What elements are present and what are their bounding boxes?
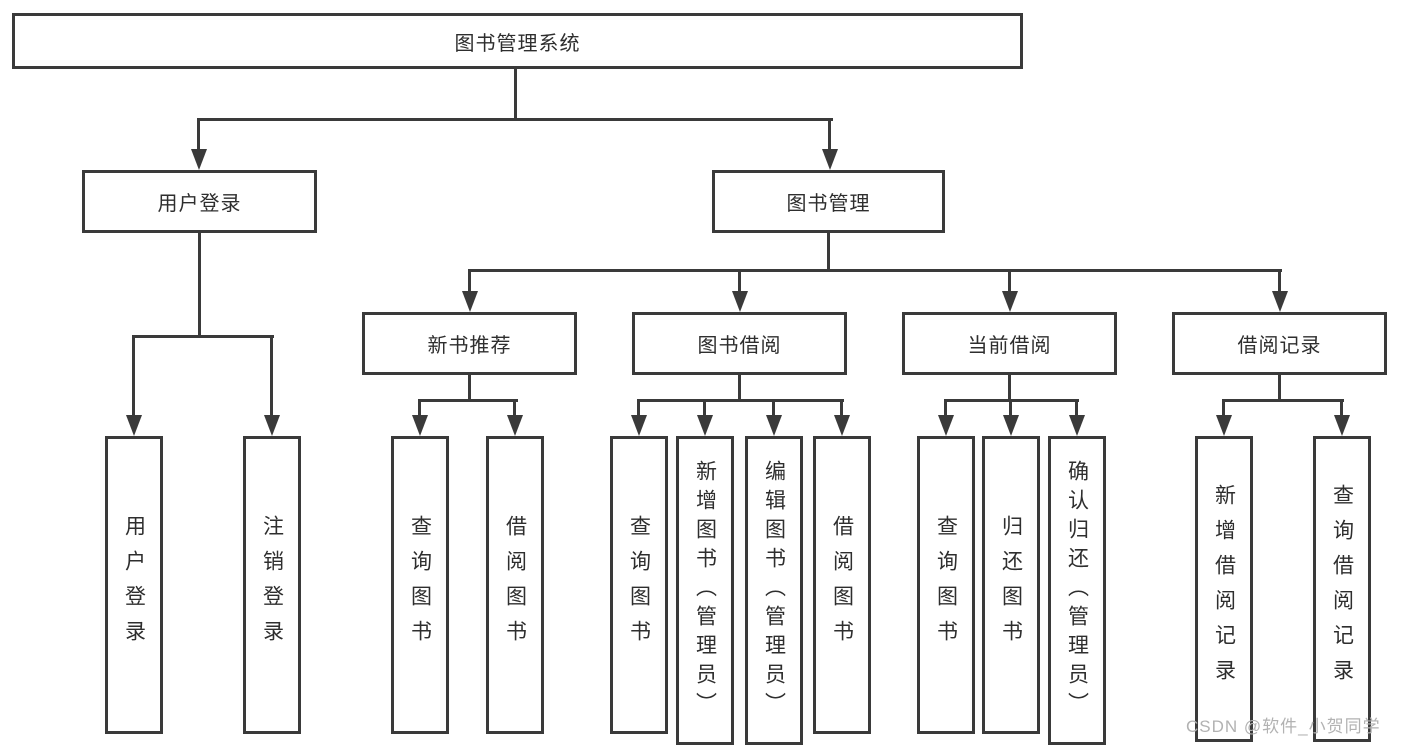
leaf-label: 借阅图书	[830, 515, 854, 655]
connector-line	[827, 233, 830, 272]
arrow-down-icon	[1002, 291, 1018, 312]
leaf-label: 查询图书	[934, 515, 958, 655]
connector-line	[132, 335, 135, 416]
arrow-down-icon	[1069, 415, 1085, 436]
arrow-down-icon	[126, 415, 142, 436]
connector-line	[1222, 399, 1225, 416]
leaf-label: 确认归还（管理员）	[1065, 460, 1089, 721]
connector-line	[772, 399, 775, 416]
connector-line	[738, 269, 741, 292]
leaf-query-books-current: 查询图书	[917, 436, 975, 734]
connector-line	[1009, 399, 1012, 416]
connector-line	[1278, 269, 1281, 292]
arrow-down-icon	[264, 415, 280, 436]
connector-line	[468, 269, 471, 292]
node-new-book-recommend: 新书推荐	[362, 312, 577, 375]
arrow-down-icon	[766, 415, 782, 436]
node-book-borrowing: 图书借阅	[632, 312, 847, 375]
leaf-confirm-return-admin: 确认归还（管理员）	[1048, 436, 1106, 745]
node-user-login: 用户登录	[82, 170, 317, 233]
connector-line	[198, 233, 201, 338]
arrow-down-icon	[191, 149, 207, 170]
connector-line	[1008, 375, 1011, 402]
connector-line	[944, 399, 947, 416]
node-library-system: 图书管理系统	[12, 13, 1023, 69]
leaf-label: 用户登录	[122, 515, 146, 655]
connector-line	[637, 399, 640, 416]
connector-line	[828, 118, 831, 150]
leaf-label: 归还图书	[999, 515, 1023, 655]
arrow-down-icon	[1216, 415, 1232, 436]
leaf-label: 查询图书	[627, 515, 651, 655]
arrow-down-icon	[822, 149, 838, 170]
arrow-down-icon	[507, 415, 523, 436]
connector-line	[513, 399, 516, 416]
arrow-down-icon	[834, 415, 850, 436]
connector-line	[514, 69, 517, 121]
node-book-management: 图书管理	[712, 170, 945, 233]
connector-line	[1222, 399, 1344, 402]
connector-line	[197, 118, 833, 121]
leaf-label: 新增图书（管理员）	[693, 460, 717, 721]
leaf-query-books-recommend: 查询图书	[391, 436, 449, 734]
csdn-watermark: CSDN @软件_小贺同学	[1186, 717, 1381, 736]
leaf-label: 借阅图书	[503, 515, 527, 655]
leaf-edit-books-admin: 编辑图书（管理员）	[745, 436, 803, 745]
leaf-query-books-borrow: 查询图书	[610, 436, 668, 734]
leaf-label: 编辑图书（管理员）	[762, 460, 786, 721]
connector-line	[637, 399, 844, 402]
leaf-query-borrow-record: 查询借阅记录	[1313, 436, 1371, 742]
leaf-label: 注销登录	[260, 515, 284, 655]
leaf-add-books-admin: 新增图书（管理员）	[676, 436, 734, 745]
arrow-down-icon	[1334, 415, 1350, 436]
connector-line	[703, 399, 706, 416]
connector-line	[132, 335, 274, 338]
leaf-logout: 注销登录	[243, 436, 301, 734]
arrow-down-icon	[1003, 415, 1019, 436]
arrow-down-icon	[462, 291, 478, 312]
arrow-down-icon	[732, 291, 748, 312]
node-current-borrowing: 当前借阅	[902, 312, 1117, 375]
leaf-borrow-books-recommend: 借阅图书	[486, 436, 544, 734]
connector-line	[270, 335, 273, 416]
connector-line	[1075, 399, 1078, 416]
arrow-down-icon	[412, 415, 428, 436]
connector-line	[840, 399, 843, 416]
leaf-return-books: 归还图书	[982, 436, 1040, 734]
connector-line	[468, 269, 1282, 272]
arrow-down-icon	[1272, 291, 1288, 312]
connector-line	[468, 375, 471, 402]
connector-line	[1278, 375, 1281, 402]
arrow-down-icon	[631, 415, 647, 436]
arrow-down-icon	[697, 415, 713, 436]
connector-line	[1008, 269, 1011, 292]
node-borrowing-records: 借阅记录	[1172, 312, 1387, 375]
leaf-add-borrow-record: 新增借阅记录	[1195, 436, 1253, 742]
connector-line	[1340, 399, 1343, 416]
connector-line	[738, 375, 741, 402]
leaf-user-login: 用户登录	[105, 436, 163, 734]
connector-line	[418, 399, 518, 402]
leaf-label: 查询图书	[408, 515, 432, 655]
leaf-label: 查询借阅记录	[1330, 484, 1354, 694]
leaf-borrow-books-borrow: 借阅图书	[813, 436, 871, 734]
arrow-down-icon	[938, 415, 954, 436]
leaf-label: 新增借阅记录	[1212, 484, 1236, 694]
connector-line	[418, 399, 421, 416]
connector-line	[197, 118, 200, 150]
